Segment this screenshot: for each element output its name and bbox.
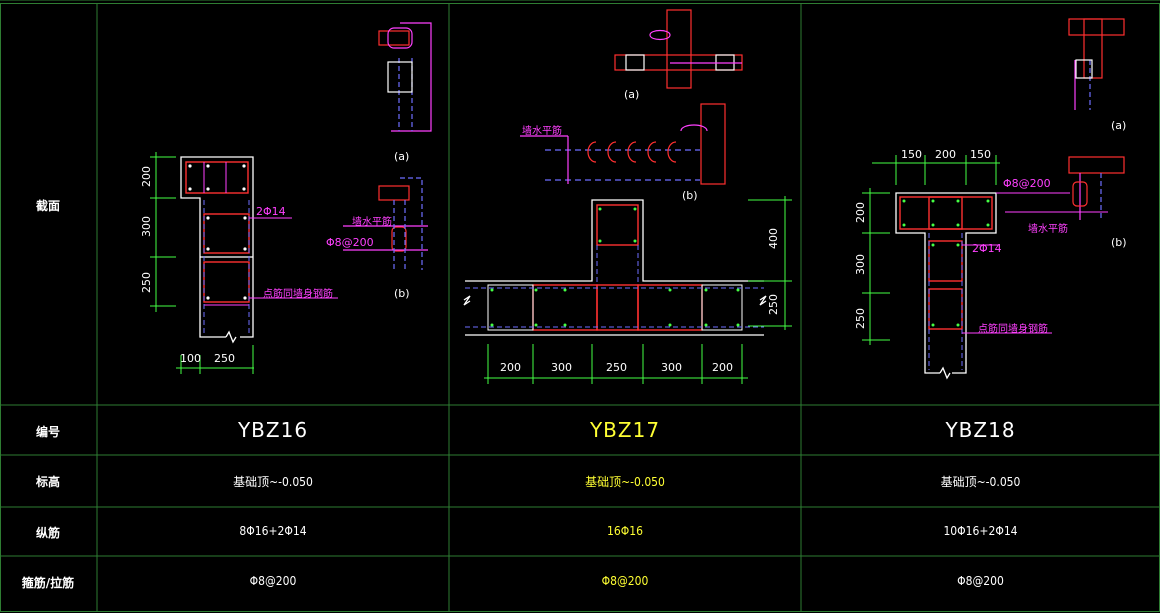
ybz16-callout-stirrup: Φ8@200: [326, 236, 374, 249]
ybz18-dim-v-1: 300: [854, 254, 867, 275]
ybz17-dim-v-1: 250: [767, 294, 780, 315]
ybz16-callout-wall: 点筋同墙身钢筋: [263, 289, 333, 300]
ybz18-detail-a-label: (a): [1111, 119, 1127, 132]
ybz17-vdim: [748, 196, 792, 330]
column-code-ybz16: YBZ16: [237, 418, 309, 442]
ybz17-callout-horizontal: 墙水平筋: [522, 126, 562, 137]
ybz16-leaders: [249, 217, 338, 299]
ybz16-detail-b-label: (b): [394, 287, 410, 300]
ybz16-stirrups: [185, 161, 250, 303]
ybz17-rebar-dots: [490, 207, 740, 327]
row-header-longitudinal: 纵筋: [35, 526, 60, 540]
ybz17-detail-a: [614, 9, 743, 89]
ybz18-callout-horizontal: 墙水平筋: [1028, 224, 1068, 235]
ybz16-callout-horizontal: 墙水平筋: [352, 217, 392, 228]
ybz18-dim-v-0: 200: [854, 202, 867, 223]
ybz17-detail-a-label: (a): [624, 88, 640, 101]
ybz18-dim-h-0: 150: [901, 148, 922, 161]
section-ybz18: [862, 18, 1125, 380]
row-header-code: 编号: [35, 425, 60, 439]
ybz18-dim-h-2: 150: [970, 148, 991, 161]
column-code-ybz18: YBZ18: [945, 418, 1016, 442]
ybz16-ties: [203, 162, 249, 306]
stirrup-ybz18: Φ8@200: [957, 574, 1004, 588]
ybz18-callout-bar: 2Φ14: [972, 242, 1002, 255]
ybz16-dim-h-1: 250: [214, 352, 235, 365]
ybz17-stirrups-2: [487, 284, 743, 331]
elevation-ybz16: 基础顶~-0.050: [233, 475, 313, 489]
ybz17-hdim: [484, 344, 748, 384]
ybz18-detail-b: [1068, 156, 1125, 220]
elevation-ybz17: 基础顶~-0.050: [585, 475, 665, 489]
ybz16-hdim: [176, 345, 254, 374]
ybz18-hdim: [872, 155, 1000, 185]
ybz16-callout-bar: 2Φ14: [256, 205, 286, 218]
ybz17-dim-h-1: 300: [551, 361, 572, 374]
ybz16-detail-b: [343, 177, 428, 270]
section-ybz16: [150, 22, 432, 374]
ybz18-callout-stirrup: Φ8@200: [1003, 177, 1051, 190]
ybz17-dim-h-3: 300: [661, 361, 682, 374]
ybz17-dim-h-4: 200: [712, 361, 733, 374]
ybz18-rebar-dots: [902, 199, 990, 327]
ybz18-detail-b-label: (b): [1111, 236, 1127, 249]
ybz16-dim-h-0: 100: [180, 352, 201, 365]
ybz18-callout-wall: 点筋同墙身钢筋: [978, 324, 1048, 335]
longitudinal-ybz17: 16Φ16: [607, 524, 643, 538]
stirrup-ybz16: Φ8@200: [249, 574, 297, 588]
row-header-elevation: 标高: [35, 475, 60, 489]
longitudinal-ybz18: 10Φ16+2Φ14: [943, 524, 1018, 538]
ybz17-detail-b-label: (b): [682, 189, 698, 202]
ybz17-stirrups: [532, 204, 703, 331]
ybz18-vdim: [862, 188, 890, 345]
ybz16-outline: [180, 156, 254, 344]
ybz18-dash: [928, 233, 963, 370]
ybz16-vdim: [150, 152, 176, 312]
ybz16-dim-v-1: 300: [140, 216, 153, 237]
row-header-section: 截面: [35, 199, 60, 213]
longitudinal-ybz16: 8Φ16+2Φ14: [239, 524, 307, 538]
column-code-ybz17: YBZ17: [589, 418, 661, 442]
ybz16-detail-a: [378, 22, 432, 132]
ybz16-detail-a-label: (a): [394, 150, 410, 163]
ybz18-stirrups: [899, 196, 993, 330]
ybz18-dim-h-1: 200: [935, 148, 956, 161]
row-header-stirrup: 箍筋/拉筋: [21, 576, 75, 590]
ybz18-dim-v-2: 250: [854, 308, 867, 329]
ybz17-dash: [465, 245, 764, 328]
stirrup-ybz17: Φ8@200: [601, 574, 649, 588]
ybz16-dash: [203, 200, 250, 334]
elevation-ybz18: 基础顶~-0.050: [940, 475, 1021, 489]
section-ybz17: [463, 9, 792, 384]
ybz17-dim-h-0: 200: [500, 361, 521, 374]
ybz17-detail-b: [520, 103, 726, 185]
ybz18-detail-a: [1068, 18, 1125, 110]
ybz17-dim-v-0: 400: [767, 228, 780, 249]
ybz18-leaders: [962, 192, 1108, 334]
ybz16-rebar-dots: [188, 164, 247, 300]
ybz16-dim-v-2: 250: [140, 272, 153, 293]
ybz17-dim-h-2: 250: [606, 361, 627, 374]
ybz18-outline: [895, 192, 997, 380]
ybz16-dim-v-0: 200: [140, 166, 153, 187]
ybz17-outline: [463, 199, 767, 336]
